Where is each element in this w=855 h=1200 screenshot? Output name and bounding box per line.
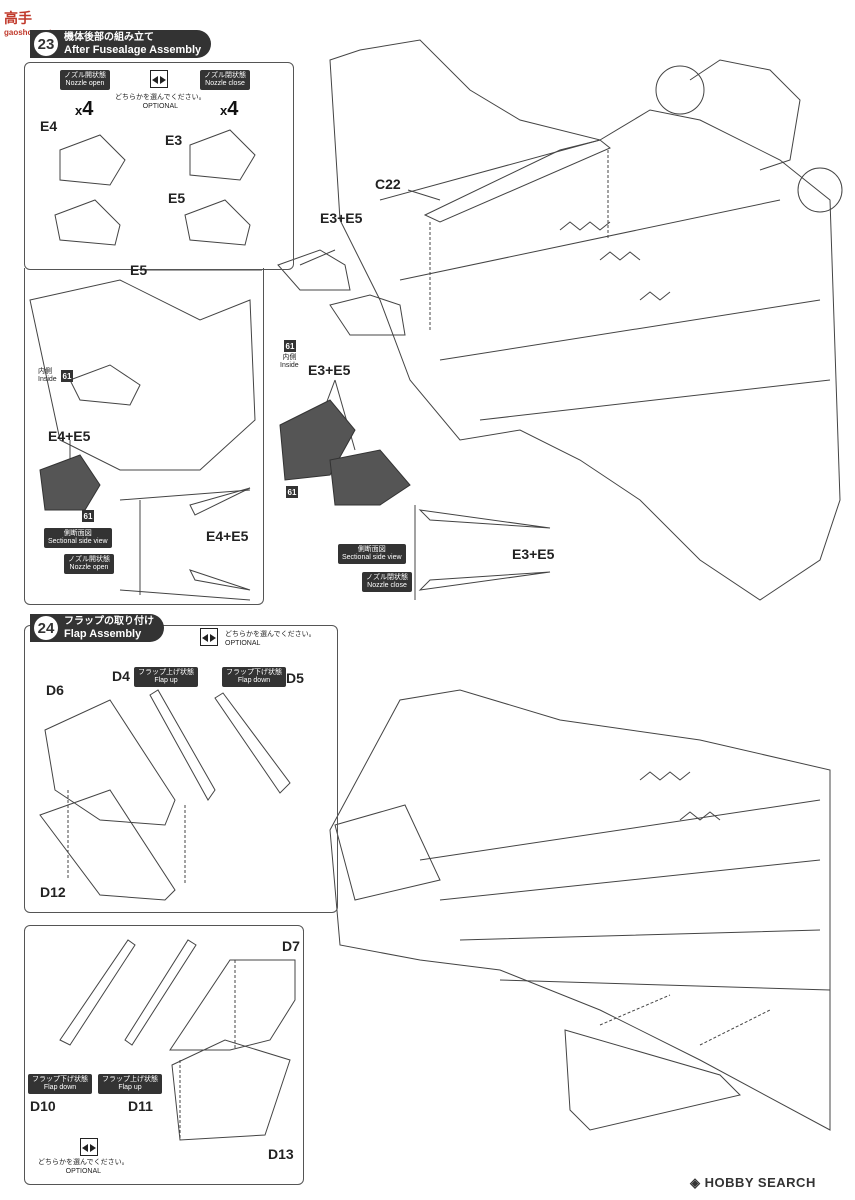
- part-e3: E3: [165, 132, 183, 148]
- part-e4: E4: [40, 118, 58, 134]
- paint-code-61-main: 61: [284, 340, 296, 352]
- part-c22: C22: [375, 176, 401, 192]
- step24-upper-panel: [24, 625, 338, 913]
- step23-inset-panel: [24, 268, 264, 605]
- optional-text-23: どちらかを選んでください。 OPTIONAL: [115, 93, 206, 111]
- step23-header: 23 機体後部の組み立て After Fusealage Assembly: [30, 30, 212, 58]
- step24-header: 24 フラップの取り付け Flap Assembly: [30, 614, 164, 642]
- paint-code-61-c: 61: [286, 486, 298, 498]
- nozzle-open-tag: ノズル開状態 Nozzle open: [60, 70, 110, 90]
- flap-down-jp-a: フラップ下げ状態: [226, 669, 282, 676]
- inside-label-main: 内側 Inside: [280, 354, 299, 370]
- sectional-en-b: Sectional side view: [342, 554, 402, 561]
- nozzle-open-en-2: Nozzle open: [69, 564, 109, 571]
- optional-jp-23: どちらかを選んでください。: [115, 94, 206, 101]
- nozzle-close-en: Nozzle close: [205, 80, 245, 87]
- inside-jp-inset: 内側: [38, 368, 52, 375]
- flap-down-en-a: Flap down: [237, 677, 271, 684]
- watermark-site: gaoshou.net: [4, 28, 52, 37]
- step24-title-en: Flap Assembly: [64, 628, 142, 640]
- optional-arrows-icon-24a: [200, 628, 218, 646]
- brand-logo-icon: ◈: [690, 1175, 705, 1190]
- paint-code-61-b: 61: [82, 510, 94, 522]
- multiplier-open: x4: [75, 98, 93, 121]
- flap-down-tag-a: フラップ下げ状態 Flap down: [222, 667, 286, 687]
- multiplier-x-2: x: [220, 103, 228, 118]
- part-e5-bottom: E5: [130, 262, 148, 278]
- sectional-en-a: Sectional side view: [48, 538, 108, 545]
- part-e3e5-a: E3+E5: [320, 210, 363, 226]
- flap-up-en-a: Flap up: [154, 677, 178, 684]
- nozzle-open-jp: ノズル開状態: [64, 72, 106, 79]
- flap-down-jp-b: フラップ下げ状態: [32, 1076, 88, 1083]
- optional-arrows-icon: [150, 70, 168, 88]
- part-e3e5-b: E3+E5: [308, 362, 351, 378]
- inside-en-inset: Inside: [38, 376, 57, 383]
- part-d11: D11: [128, 1098, 153, 1114]
- optional-text-24b: どちらかを選んでください。 OPTIONAL: [38, 1158, 129, 1176]
- sectional-jp-b: 側断面図: [357, 546, 386, 553]
- optional-jp-24b: どちらかを選んでください。: [38, 1159, 129, 1166]
- flap-up-jp-b: フラップ上げ状態: [102, 1076, 158, 1083]
- step23-title-en: After Fusealage Assembly: [64, 44, 202, 56]
- part-e3e5-c: E3+E5: [512, 546, 555, 562]
- multiplier-close: x4: [220, 98, 238, 121]
- part-e4e5-a: E4+E5: [48, 428, 91, 444]
- nozzle-close-jp-2: ノズル閉状態: [366, 574, 408, 581]
- part-d12: D12: [40, 884, 66, 900]
- optional-en-24b: OPTIONAL: [65, 1168, 102, 1175]
- hobby-search-brand: ◈ HOBBY SEARCH: [690, 1175, 816, 1191]
- flap-up-tag-b: フラップ上げ状態 Flap up: [98, 1074, 162, 1094]
- step23-number: 23: [34, 32, 58, 56]
- part-d13: D13: [268, 1146, 294, 1162]
- nozzle-open-en: Nozzle open: [65, 80, 105, 87]
- multiplier-n-2: 4: [227, 98, 239, 120]
- optional-text-24a: どちらかを選んでください。 OPTIONAL: [225, 630, 316, 648]
- multiplier-x: x: [75, 103, 83, 118]
- optional-en-23: OPTIONAL: [142, 103, 179, 110]
- paint-code-61-inset: 61: [61, 370, 73, 382]
- step24-number: 24: [34, 616, 58, 640]
- sectional-view-tag-23b: 側断面図 Sectional side view: [338, 544, 406, 564]
- part-d4: D4: [112, 668, 130, 684]
- brand-text: HOBBY SEARCH: [704, 1175, 816, 1190]
- flap-up-jp-a: フラップ上げ状態: [138, 669, 194, 676]
- sectional-jp-a: 側断面図: [63, 530, 92, 537]
- nozzle-close-tag-2: ノズル閉状態 Nozzle close: [362, 572, 412, 592]
- multiplier-n: 4: [82, 98, 94, 120]
- nozzle-open-tag-2: ノズル開状態 Nozzle open: [64, 554, 114, 574]
- nozzle-open-jp-2: ノズル開状態: [68, 556, 110, 563]
- part-e5-top: E5: [168, 190, 186, 206]
- part-d5: D5: [286, 670, 304, 686]
- optional-arrows-icon-24b: [80, 1138, 98, 1156]
- inside-en-main: Inside: [280, 362, 299, 369]
- sectional-view-tag-23a: 側断面図 Sectional side view: [44, 528, 112, 548]
- nozzle-close-en-2: Nozzle close: [367, 582, 407, 589]
- part-d7: D7: [282, 938, 300, 954]
- flap-down-en-b: Flap down: [43, 1084, 77, 1091]
- part-d6: D6: [46, 682, 64, 698]
- flap-up-tag-a: フラップ上げ状態 Flap up: [134, 667, 198, 687]
- optional-jp-24a: どちらかを選んでください。: [225, 631, 316, 638]
- step24-title-jp: フラップの取り付け: [64, 616, 154, 627]
- inside-label-inset: 内側 Inside: [38, 368, 57, 384]
- step23-panel: [24, 62, 294, 270]
- part-e4e5-b: E4+E5: [206, 528, 249, 544]
- part-d10: D10: [30, 1098, 56, 1114]
- step24-lower-panel: [24, 925, 304, 1185]
- watermark-logo: 高手: [4, 10, 32, 26]
- flap-up-en-b: Flap up: [118, 1084, 142, 1091]
- nozzle-close-tag: ノズル閉状態 Nozzle close: [200, 70, 250, 90]
- flap-down-tag-b: フラップ下げ状態 Flap down: [28, 1074, 92, 1094]
- nozzle-close-jp: ノズル閉状態: [204, 72, 246, 79]
- inside-jp-main: 内側: [282, 354, 297, 361]
- optional-en-24a: OPTIONAL: [225, 640, 261, 647]
- step23-title-jp: 機体後部の組み立て: [64, 32, 154, 43]
